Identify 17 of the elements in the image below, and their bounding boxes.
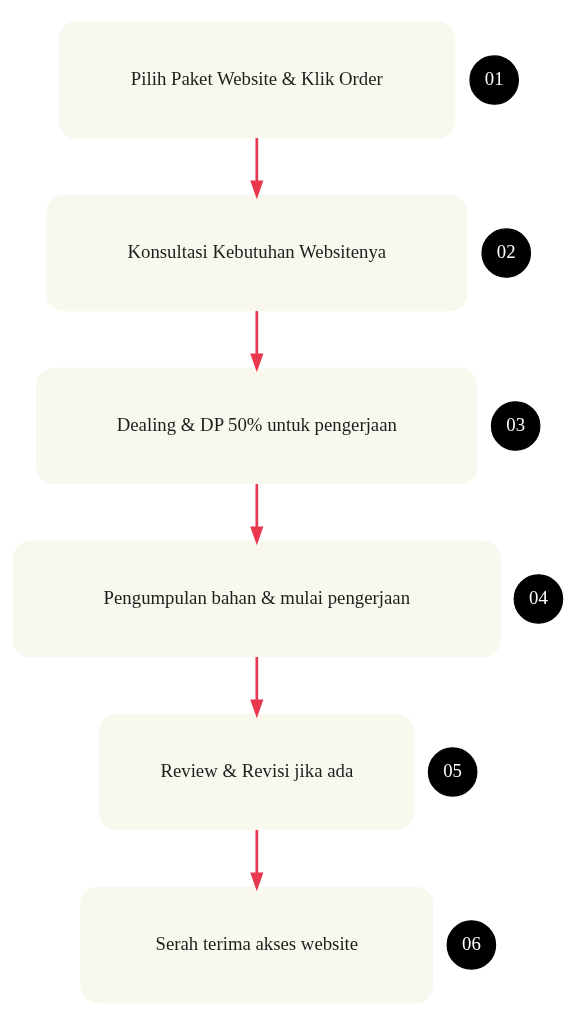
arrow: [250, 656, 264, 718]
node-box: Review & Revisi jika ada: [99, 713, 415, 830]
node-box: Dealing & DP 50% untuk pengerjaan: [36, 367, 478, 484]
arrow: [250, 829, 264, 891]
arrow: [250, 310, 264, 372]
arrow: [250, 483, 264, 545]
node-box: Serah terima akses website: [80, 886, 434, 1003]
node-circle: 01: [469, 54, 519, 105]
node-box: Pengumpulan bahan & mulai pengerjaan: [12, 540, 501, 657]
node-circle: 05: [427, 746, 478, 797]
node-circle: 06: [446, 919, 497, 970]
node-box: Konsultasi Kebutuhan Websitenya: [46, 194, 468, 311]
arrow: [250, 137, 264, 199]
node-circle: 04: [513, 573, 564, 624]
node-box: Pilih Paket Website & Klik Order: [58, 21, 456, 138]
node-circle: 03: [490, 400, 541, 451]
node-circle: 02: [481, 227, 532, 278]
